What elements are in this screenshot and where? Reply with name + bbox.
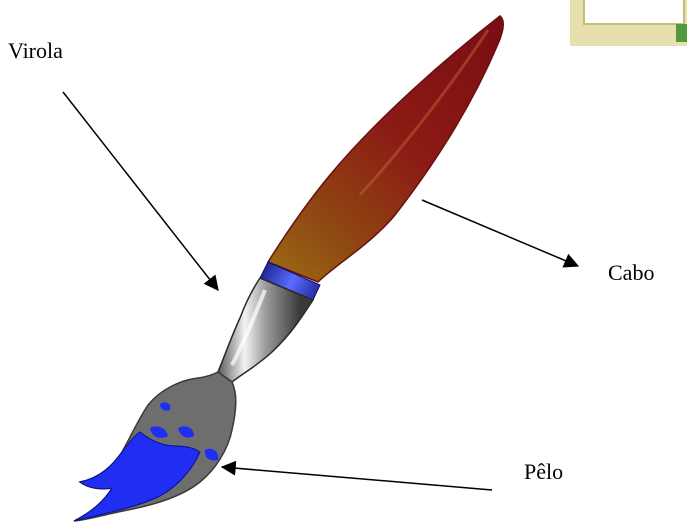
cabo-label: Cabo: [608, 262, 654, 284]
cabo-arrow: [422, 200, 578, 266]
pelo-arrow: [222, 467, 492, 490]
pelo-label: Pêlo: [524, 461, 563, 483]
picture-frame-icon: [570, 0, 687, 46]
brush-handle: [268, 16, 503, 282]
virola-arrow: [63, 92, 218, 290]
virola-label: Virola: [8, 40, 63, 62]
